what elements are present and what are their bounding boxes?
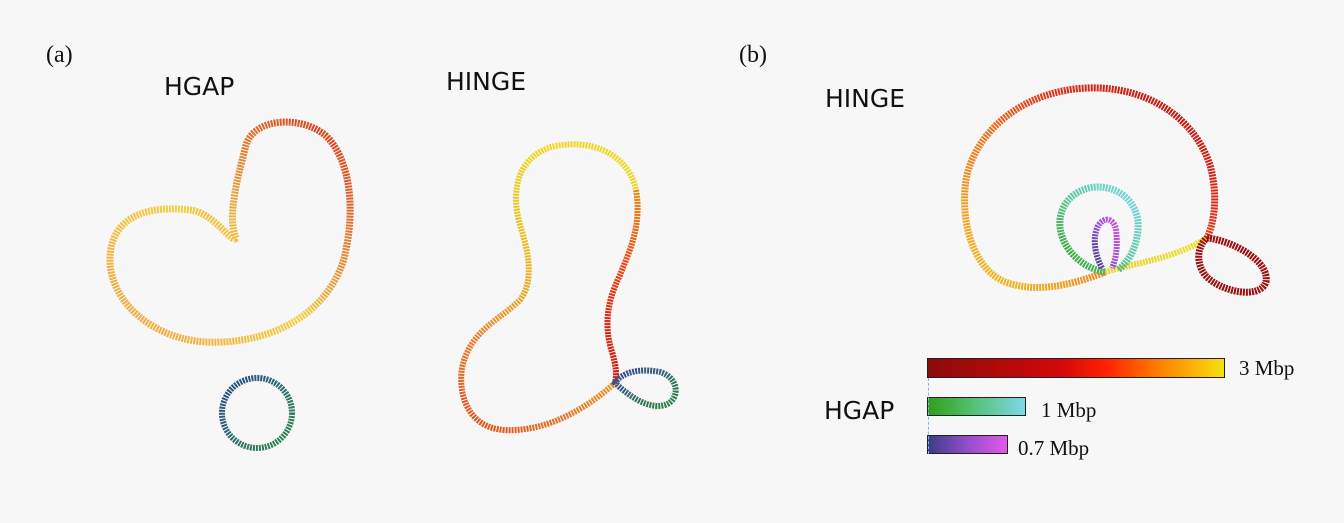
legend-bar-3mbp	[927, 358, 1225, 378]
a-hinge-main-path	[458, 141, 641, 434]
a-hgap-small-contig	[219, 375, 295, 451]
legend-bar-07mbp	[927, 435, 1008, 454]
panel-b-hgap-title: HGAP	[824, 396, 895, 425]
legend-label-3mbp: 3 Mbp	[1239, 356, 1295, 380]
legend-label-1mbp: 1 Mbp	[1041, 398, 1097, 422]
b-hinge-07mbp-loop	[1091, 216, 1120, 270]
a-hinge-right-side	[604, 189, 641, 384]
b-hinge-side-loop	[1195, 234, 1270, 296]
panel-b-hinge-title: HINGE	[825, 84, 906, 113]
panel-a-label: (a)	[46, 42, 73, 68]
a-hgap-large-contig	[106, 118, 354, 346]
b-hinge-bridge	[1104, 235, 1209, 275]
a-hinge-loop	[611, 367, 679, 409]
b-hinge-large-loop	[961, 84, 1219, 291]
panel-a-hgap-title: HGAP	[164, 72, 235, 101]
legend-divider	[928, 378, 929, 454]
legend-label-07mbp: 0.7 Mbp	[1018, 436, 1090, 460]
b-hinge-1mbp-loop	[1056, 183, 1142, 276]
legend-bar-1mbp	[927, 397, 1026, 416]
panel-a-hinge-title: HINGE	[446, 67, 527, 96]
panel-b-label: (b)	[739, 42, 767, 68]
